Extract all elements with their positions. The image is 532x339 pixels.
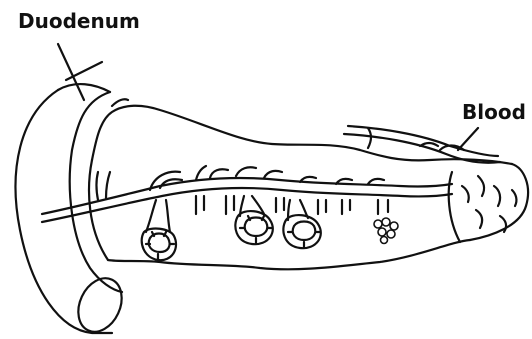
duodenum-loop xyxy=(16,84,130,339)
acinus-right xyxy=(283,200,320,248)
blood-pointer-line xyxy=(458,128,478,150)
label-duodenum: Duodenum xyxy=(18,9,140,33)
acinus-left xyxy=(142,200,176,260)
pancreatic-duct xyxy=(42,166,452,222)
islet-cluster xyxy=(374,218,398,244)
acinus-middle xyxy=(235,196,272,244)
blood-vessels xyxy=(344,126,500,163)
label-blood: Blood xyxy=(462,100,526,124)
